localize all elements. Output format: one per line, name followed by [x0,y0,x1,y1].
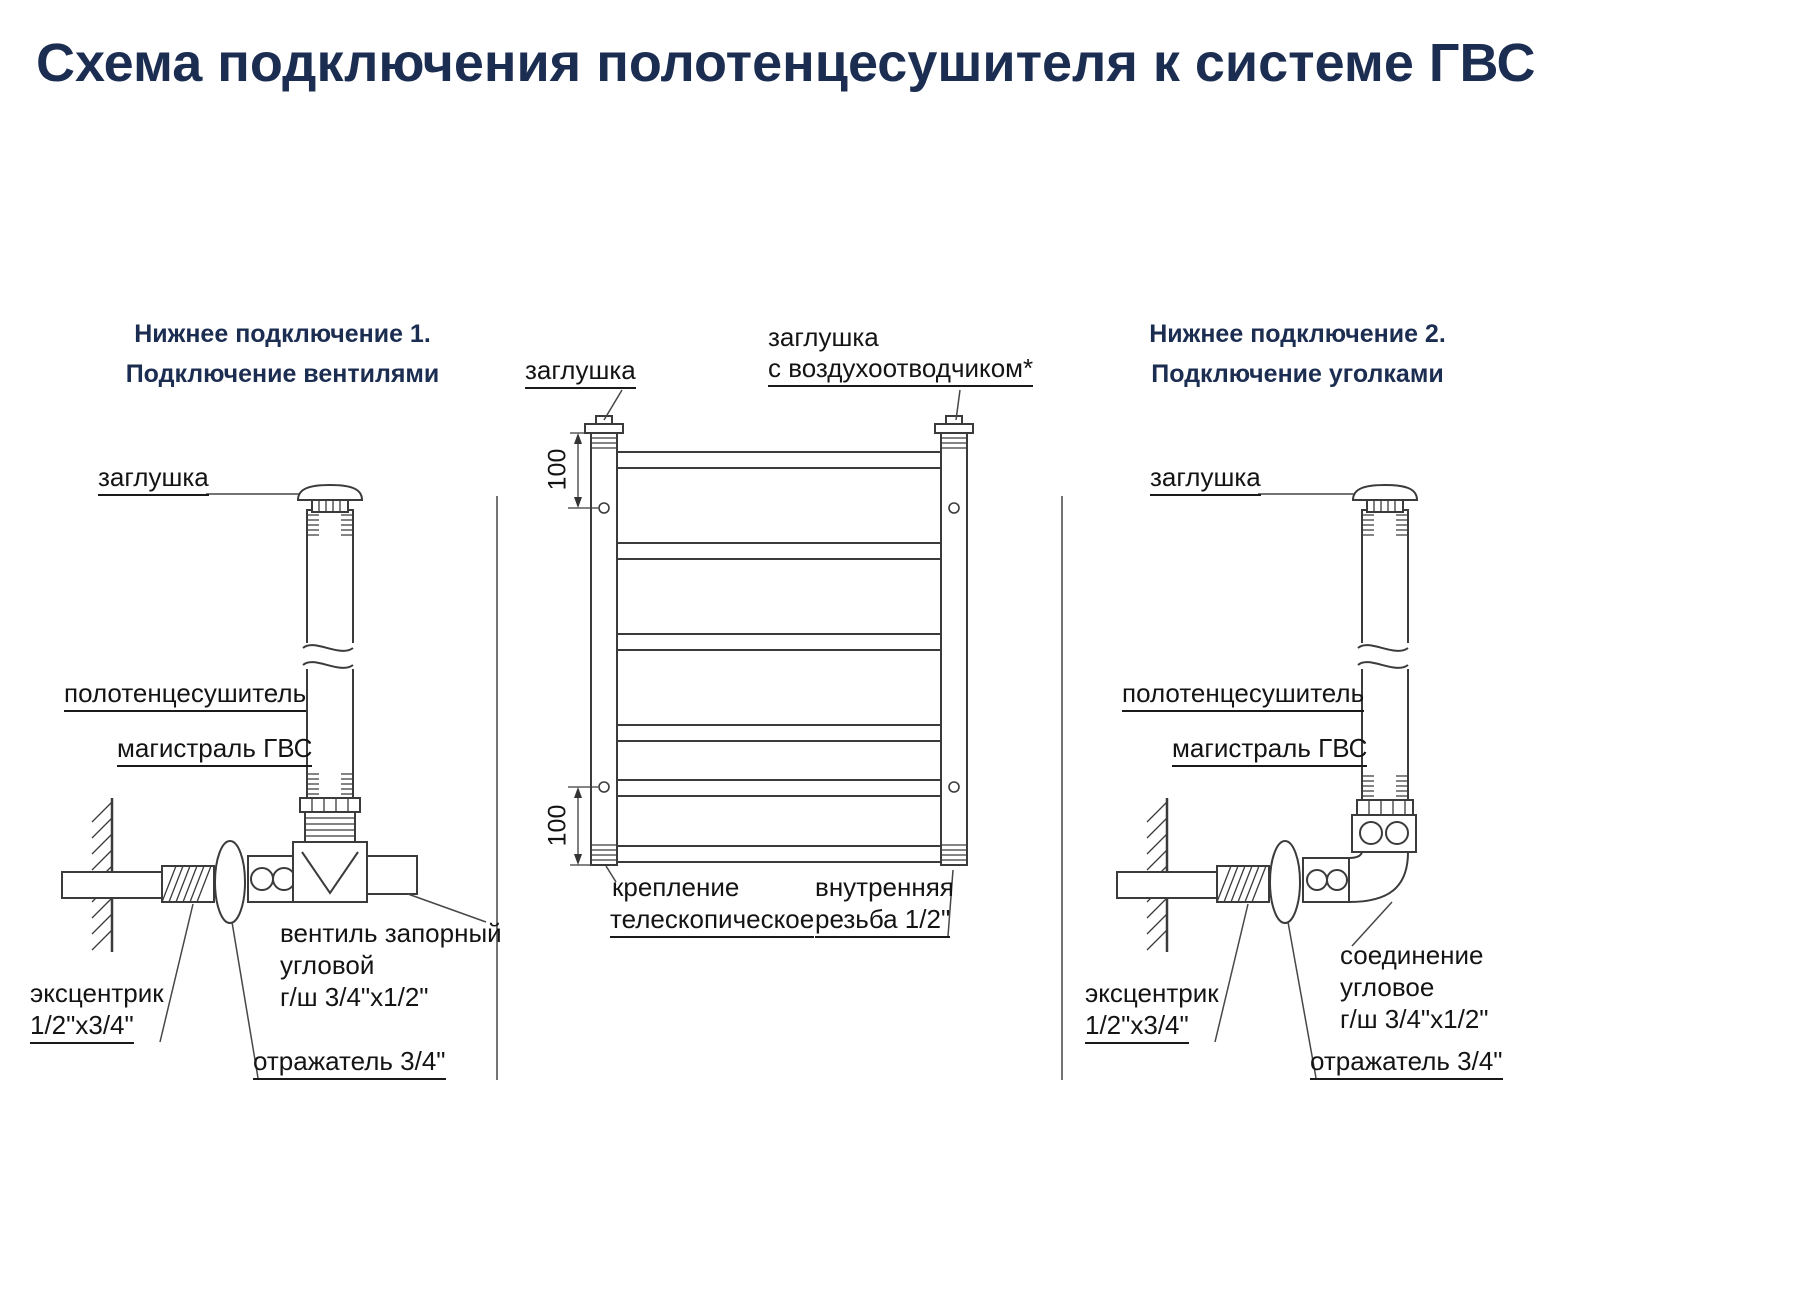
center-leader-lines [603,389,961,937]
label-left-reflector: отражатель 3/4" [253,1046,446,1080]
right-leader-lines [1214,493,1393,1079]
mounting-screw-holes [598,502,960,793]
left-riser-pipe [302,509,358,799]
label-right-plug: заглушка [1150,462,1261,496]
left-plug-cap [296,483,364,513]
label-left-eccentric-line1: эксцентрик [30,978,164,1008]
dimension-bottom [568,786,598,866]
label-right-hws-main: магистраль ГВС [1172,733,1368,767]
label-left-towel-rail: полотенцесушитель [64,678,307,712]
right-union-nut-horizontal [1302,857,1350,903]
left-reflector [214,840,246,924]
label-right-elbow-line1: соединение [1340,940,1484,970]
right-eccentric [1216,865,1270,903]
label-center-plug-right-line1: заглушка [768,322,879,352]
dimension-top-value: 100 [543,448,572,491]
label-mount-line1: крепление [612,872,740,902]
left-angle-valve [292,797,418,903]
left-eccentric [161,865,215,903]
label-center-plug-left: заглушка [525,355,636,389]
label-right-eccentric-line1: эксцентрик [1085,978,1219,1008]
ladder-end-caps [584,415,974,434]
label-center-plug-right-line2: с воздухоотводчиком* [768,353,1034,387]
left-section-heading-line1: Нижнее подключение 1. [134,320,431,348]
right-section-heading-line2: Подключение уголками [1151,360,1444,388]
label-mount-line2: телескопическое [610,904,815,938]
right-plug-cap [1351,483,1419,513]
right-section-heading-line1: Нижнее подключение 2. [1149,320,1446,348]
label-right-reflector: отражатель 3/4" [1310,1046,1503,1080]
dimension-top [568,432,598,509]
label-right-elbow-line2: угловое [1340,972,1435,1002]
label-thread-line1: внутренняя [815,872,954,902]
right-angle-connector [1348,799,1417,904]
label-left-eccentric-line2: 1/2"х3/4" [30,1010,134,1044]
towel-rail-front-view [568,389,974,937]
label-right-eccentric-line2: 1/2"х3/4" [1085,1010,1189,1044]
label-left-hws-main: магистраль ГВС [117,733,313,767]
ladder-rungs [616,451,942,863]
left-section-heading-line2: Подключение вентилями [125,360,440,388]
label-right-elbow-line3: г/ш 3/4"х1/2" [1340,1004,1489,1034]
left-union-nut [247,855,297,903]
left-leader-lines [159,493,487,1079]
label-right-towel-rail: полотенцесушитель [1122,678,1365,712]
label-thread-line2: резьба 1/2" [815,904,951,938]
left-connection-drawing [61,483,498,1080]
label-left-valve-line2: угловой [280,950,375,980]
right-connection-drawing [1061,483,1419,1080]
right-supply-pipe [1116,871,1218,899]
right-reflector [1269,840,1301,924]
page-title: Схема подключения полотенцесушителя к си… [36,33,1536,93]
label-left-valve-line3: г/ш 3/4"х1/2" [280,982,429,1012]
dimension-bottom-value: 100 [543,804,572,847]
label-left-plug: заглушка [98,462,209,496]
left-supply-pipe [61,871,163,899]
label-left-valve-line1: вентиль запорный [280,918,502,948]
ladder-rails [590,432,968,866]
right-riser-pipe [1357,509,1413,801]
